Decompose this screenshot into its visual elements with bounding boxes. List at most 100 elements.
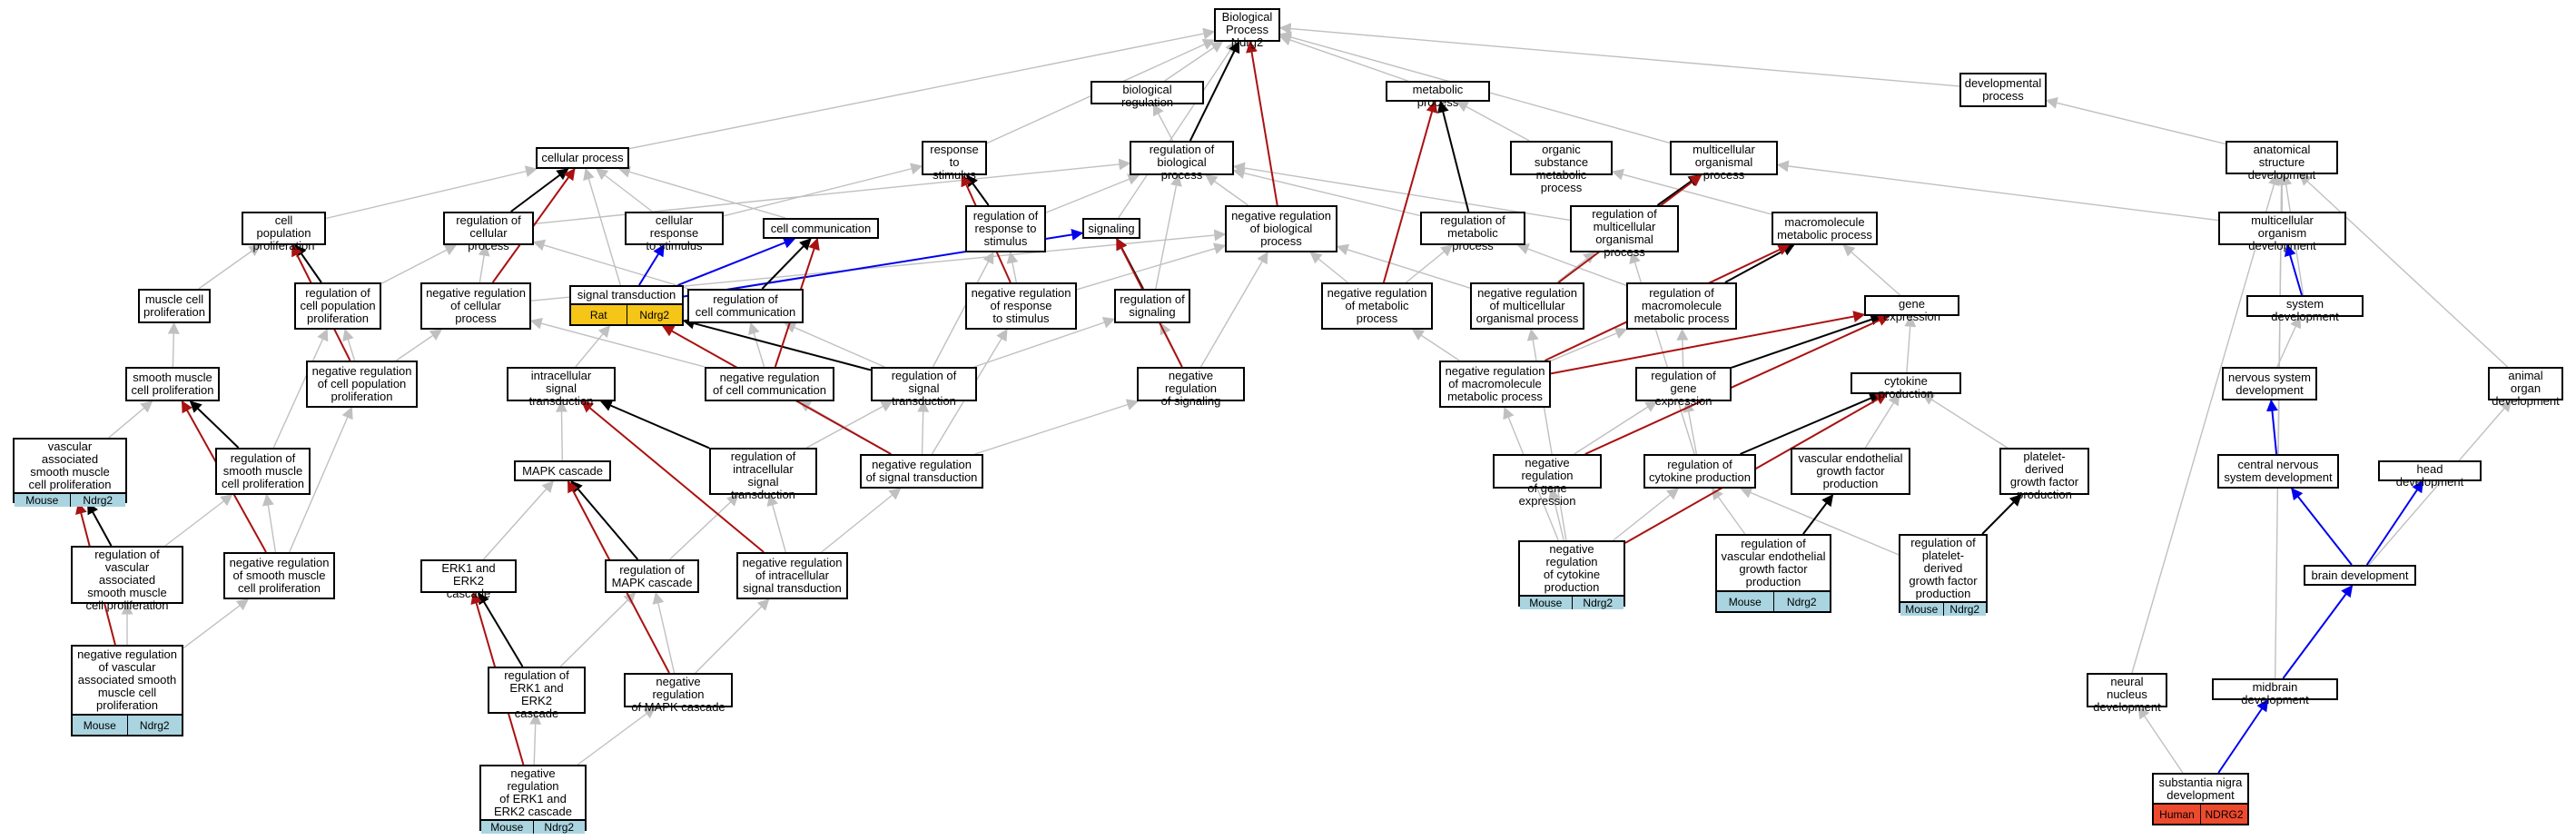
go-term-negative-regulation-of-signaling[interactable]: negative regulation of signaling xyxy=(1137,367,1245,408)
edge-negative-regulation-of-erk1-erk2-cascade-to-negative-regulation-of-mapk-cascade xyxy=(577,707,656,766)
go-term-regulation-of-signaling[interactable]: regulation of signaling xyxy=(1114,289,1190,323)
go-term-erk1-erk2-cascade[interactable]: ERK1 and ERK2 cascade xyxy=(420,559,517,600)
go-term-negative-regulation-of-gene-expression[interactable]: negative regulation of gene expression xyxy=(1493,454,1602,508)
edge-negative-regulation-of-signaling-to-negative-regulation-of-biological-process xyxy=(1199,251,1268,368)
go-term-negative-regulation-of-cell-population-proliferation[interactable]: negative regulation of cell population p… xyxy=(306,361,418,408)
go-term-gene-expression[interactable]: gene expression xyxy=(1864,295,1959,323)
go-term-animal-organ-development[interactable]: animal organ development xyxy=(2488,367,2563,408)
edge-negative-regulation-of-metabolic-process-to-negative-regulation-of-biological-process xyxy=(1309,252,1348,283)
go-term-nervous-system-development[interactable]: nervous system development xyxy=(2222,367,2317,400)
go-term-intracellular-signal-transduction[interactable]: intracellular signal transduction xyxy=(507,367,616,408)
go-term-negative-regulation-of-intracellular-signal-transduction[interactable]: negative regulation of intracellular sig… xyxy=(736,552,848,599)
go-term-negative-regulation-of-vascular-smc-proliferation[interactable]: negative regulation of vascular associat… xyxy=(71,645,183,736)
go-term-label: multicellular organism development xyxy=(2248,213,2316,252)
go-term-muscle-cell-proliferation[interactable]: muscle cell proliferation xyxy=(138,289,211,323)
go-term-regulation-of-gene-expression[interactable]: regulation of gene expression xyxy=(1635,367,1732,408)
go-term-negative-regulation-of-signal-transduction[interactable]: negative regulation of signal transducti… xyxy=(860,454,983,489)
go-term-label: negative regulation of gene expression xyxy=(1518,456,1576,508)
go-term-regulation-of-vegf-production[interactable]: regulation of vascular endothelial growt… xyxy=(1715,534,1831,613)
go-term-label: negative regulation of biological proces… xyxy=(1231,209,1331,248)
edge-regulation-of-response-to-stimulus-to-regulation-of-biological-process xyxy=(1045,173,1140,213)
go-term-regulation-of-intracellular-signal-transduction[interactable]: regulation of intracellular signal trans… xyxy=(709,448,817,501)
go-term-negative-regulation-of-metabolic-process[interactable]: negative regulation of metabolic process xyxy=(1321,282,1433,330)
go-term-bp[interactable]: Biological Process Ndrg2 xyxy=(1214,8,1280,49)
go-term-regulation-of-signal-transduction[interactable]: regulation of signal transduction xyxy=(871,367,977,408)
edge-negative-regulation-of-gene-expression-to-gene-expression xyxy=(1584,314,1890,455)
go-term-brain-development[interactable]: brain development xyxy=(2304,565,2416,586)
go-term-mapk-cascade[interactable]: MAPK cascade xyxy=(514,460,611,481)
go-term-regulation-of-vascular-smc-proliferation[interactable]: regulation of vascular associated smooth… xyxy=(71,546,183,612)
go-term-label: MAPK cascade xyxy=(522,463,603,478)
go-term-negative-regulation-of-macromolecule-metabolic-process[interactable]: negative regulation of macromolecule met… xyxy=(1439,361,1551,408)
go-term-negative-regulation-of-cellular-process[interactable]: negative regulation of cellular process xyxy=(420,282,531,330)
go-term-midbrain-development[interactable]: midbrain development xyxy=(2212,678,2338,707)
edge-negative-regulation-of-erk1-erk2-cascade-to-regulation-of-erk1-erk2-cascade xyxy=(529,712,542,766)
go-term-negative-regulation-of-cytokine-production[interactable]: negative regulation of cytokine producti… xyxy=(1518,540,1625,609)
go-term-multicellular-organismal-process[interactable]: multicellular organismal process xyxy=(1670,141,1778,182)
go-term-pdgf-production[interactable]: platelet-derived growth factor productio… xyxy=(1999,448,2089,501)
go-term-anatomical-structure-development[interactable]: anatomical structure development xyxy=(2226,141,2338,182)
edge-muscle-cell-proliferation-to-cell-population-proliferation xyxy=(198,244,262,290)
go-term-regulation-of-smooth-muscle-cell-proliferation[interactable]: regulation of smooth muscle cell prolife… xyxy=(215,448,311,495)
go-term-label: anatomical structure development xyxy=(2247,143,2316,182)
go-term-regulation-of-erk1-erk2-cascade[interactable]: regulation of ERK1 and ERK2 cascade xyxy=(488,667,586,720)
go-term-regulation-of-macromolecule-metabolic-process[interactable]: regulation of macromolecule metabolic pr… xyxy=(1626,282,1737,330)
go-term-organic-substance-metabolic-process[interactable]: organic substance metabolic process xyxy=(1510,141,1613,194)
go-term-negative-regulation-of-response-to-stimulus[interactable]: negative regulation of response to stimu… xyxy=(965,282,1077,330)
go-term-regulation-of-multicellular-organismal-process[interactable]: regulation of multicellular organismal p… xyxy=(1570,205,1679,259)
go-term-developmental-process[interactable]: developmental process xyxy=(1959,73,2047,107)
edge-regulation-of-metabolic-process-to-metabolic-process xyxy=(1436,100,1470,212)
go-term-label: signal transduction xyxy=(577,288,676,301)
edge-gene-expression-to-macromolecule-metabolic-process xyxy=(1842,244,1900,296)
go-term-smooth-muscle-cell-proliferation[interactable]: smooth muscle cell proliferation xyxy=(125,367,220,401)
go-term-negative-regulation-of-biological-process[interactable]: negative regulation of biological proces… xyxy=(1225,205,1337,252)
go-term-regulation-of-mapk-cascade[interactable]: regulation of MAPK cascade xyxy=(605,559,699,593)
edge-negative-regulation-of-cell-communication-to-negative-regulation-of-cellular-process xyxy=(529,317,706,368)
go-term-negative-regulation-of-smc-proliferation[interactable]: negative regulation of smooth muscle cel… xyxy=(223,552,335,599)
go-term-label: regulation of ERK1 and ERK2 cascade xyxy=(504,668,569,720)
go-term-biological-regulation[interactable]: biological regulation xyxy=(1091,81,1204,109)
go-term-label: cytokine production xyxy=(1878,374,1934,400)
go-term-cytokine-production[interactable]: cytokine production xyxy=(1851,372,1961,400)
go-term-regulation-of-response-to-stimulus[interactable]: regulation of response to stimulus xyxy=(965,205,1046,252)
go-term-neural-nucleus-development[interactable]: neural nucleus development xyxy=(2087,673,2167,714)
go-term-regulation-of-biological-process[interactable]: regulation of biological process xyxy=(1130,141,1234,182)
go-term-cellular-response-to-stimulus[interactable]: cellular response to stimulus xyxy=(625,212,724,252)
go-term-regulation-of-cytokine-production[interactable]: regulation of cytokine production xyxy=(1643,454,1756,489)
edge-negative-regulation-of-cell-population-proliferation-to-regulation-of-cell-population-proliferation xyxy=(342,328,356,361)
go-term-system-development[interactable]: system development xyxy=(2246,295,2364,323)
go-term-cell-communication[interactable]: cell communication xyxy=(763,218,879,239)
edge-negative-regulation-of-macromolecule-metabolic-process-to-gene-expression xyxy=(1550,311,1866,375)
go-term-regulation-of-cell-communication[interactable]: regulation of cell communication xyxy=(687,289,804,323)
go-term-label: regulation of vascular associated smooth… xyxy=(85,548,169,612)
go-term-label: negative regulation of smooth muscle cel… xyxy=(229,556,330,595)
go-term-negative-regulation-of-multicellular-organismal-process[interactable]: negative regulation of multicellular org… xyxy=(1470,282,1584,330)
go-term-head-development[interactable]: head development xyxy=(2378,460,2482,489)
go-term-regulation-of-pdgf-production[interactable]: regulation of platelet-derived growth fa… xyxy=(1899,534,1988,616)
edge-negative-regulation-of-smc-proliferation-to-regulation-of-smooth-muscle-cell-proliferation xyxy=(262,493,277,553)
go-term-metabolic-process[interactable]: metabolic process xyxy=(1386,81,1490,109)
go-term-signaling[interactable]: signaling xyxy=(1082,218,1140,239)
edge-regulation-of-signaling-to-regulation-of-biological-process xyxy=(1155,173,1182,290)
go-term-cellular-process[interactable]: cellular process xyxy=(536,147,629,169)
go-term-regulation-of-cellular-process[interactable]: regulation of cellular process xyxy=(443,212,534,252)
go-term-negative-regulation-of-erk1-erk2-cascade[interactable]: negative regulation of ERK1 and ERK2 cas… xyxy=(479,765,587,834)
go-term-negative-regulation-of-cell-communication[interactable]: negative regulation of cell communicatio… xyxy=(705,367,834,401)
go-term-negative-regulation-of-mapk-cascade[interactable]: negative regulation of MAPK cascade xyxy=(624,673,733,714)
edge-intracellular-signal-transduction-to-signal-transduction xyxy=(575,325,611,368)
go-term-central-nervous-system-development[interactable]: central nervous system development xyxy=(2217,454,2339,489)
go-term-macromolecule-metabolic-process[interactable]: macromolecule metabolic process xyxy=(1772,212,1878,245)
go-term-multicellular-organism-development[interactable]: multicellular organism development xyxy=(2218,212,2346,252)
go-term-regulation-of-cell-population-proliferation[interactable]: regulation of cell population proliferat… xyxy=(294,282,381,330)
go-term-cell-population-proliferation[interactable]: cell population proliferation xyxy=(242,212,326,252)
go-term-regulation-of-metabolic-process[interactable]: regulation of metabolic process xyxy=(1420,212,1525,252)
gene-tag: Ndrg2 xyxy=(126,716,182,735)
go-term-vascular-associated-smc-proliferation[interactable]: vascular associated smooth muscle cell p… xyxy=(13,438,127,507)
go-term-vegf-production[interactable]: vascular endothelial growth factor produ… xyxy=(1791,448,1910,495)
go-term-response-to-stimulus[interactable]: response to stimulus xyxy=(922,141,987,182)
